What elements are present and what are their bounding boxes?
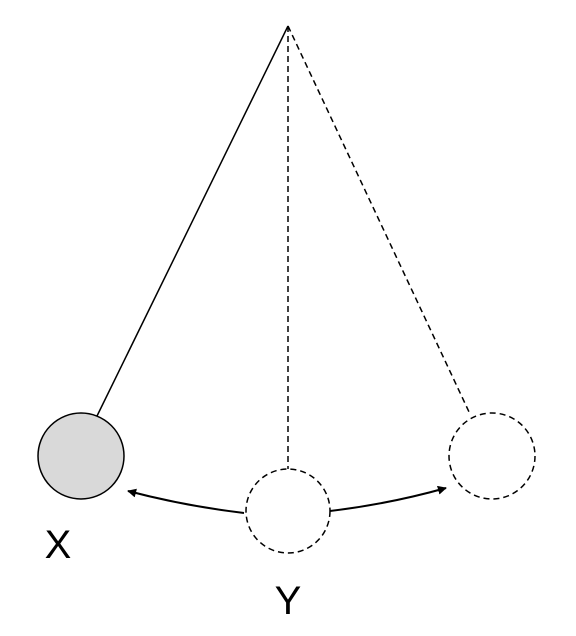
pendulum-string — [96, 25, 289, 417]
pendulum-bob — [37, 412, 125, 500]
label-y: Y — [275, 579, 302, 623]
label-x: X — [45, 523, 72, 567]
equilibrium-position — [245, 468, 331, 554]
swing-arrow-left — [127, 488, 245, 514]
right-extreme-string — [287, 25, 471, 415]
right-extreme-position — [448, 412, 536, 500]
swing-arrow-right — [329, 485, 447, 512]
